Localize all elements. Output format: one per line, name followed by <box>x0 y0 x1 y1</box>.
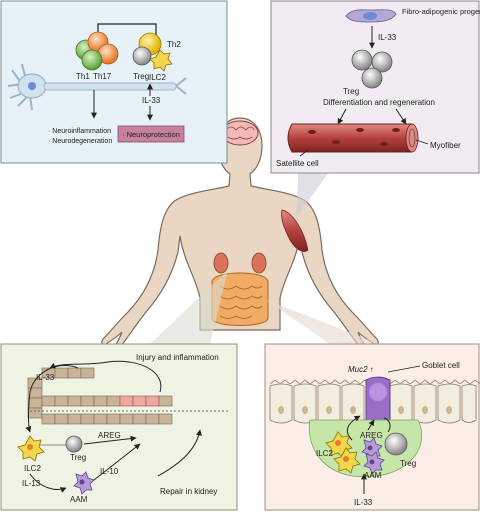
neurodegeneration-label: · Neurodegeneration <box>48 138 112 145</box>
kidney-left-icon <box>213 252 229 274</box>
differentiation-label: Differentiation and regeneration <box>323 98 435 107</box>
gut-areg-label: AREG <box>360 431 383 440</box>
gut-aam-label: AAM <box>364 471 382 480</box>
gut-ilc2-icon <box>325 431 361 474</box>
th-cell-cluster <box>75 31 119 71</box>
kidney-aam-label: AAM <box>70 495 88 504</box>
neuroinflammation-label: · Neuroinflammation <box>48 128 111 135</box>
progenitor-label: Fibro-adipogenic progenitor <box>402 7 480 16</box>
arm-muscle-icon <box>281 209 309 252</box>
tubule-cells <box>27 367 173 425</box>
gut-aam-icon <box>361 437 385 475</box>
kidney-il13-label: IL-13 <box>22 479 41 488</box>
ilc2-label: ILC2 <box>149 73 166 82</box>
muc2-label: Muc2 ↑ <box>348 365 374 374</box>
kidney-il33-label: IL-33 <box>36 373 55 382</box>
kidney-il10-label: IL-10 <box>100 467 119 476</box>
kidney-areg-label: AREG <box>98 431 121 440</box>
neuron-icon <box>7 63 187 111</box>
gut-treg-label: Treg <box>400 459 416 468</box>
treg-ilc2-cluster <box>132 32 173 72</box>
injury-label: Injury and inflammation <box>136 353 219 362</box>
gut-epithelium <box>269 379 480 424</box>
human-body <box>101 117 379 350</box>
gut-treg-icon <box>384 432 408 456</box>
gut-il33-label: IL-33 <box>354 498 373 507</box>
gut-ilc2-label: ILC2 <box>316 449 333 458</box>
kidney-treg-label: Treg <box>70 453 86 462</box>
neuroprotection-box <box>117 125 185 143</box>
progenitor-cell-icon <box>345 9 397 23</box>
treg-label: Treg <box>133 72 149 81</box>
neuroprotection-label: · Neuroprotection <box>122 130 180 139</box>
th17-label: Th17 <box>93 72 112 81</box>
satellite-label: Satellite cell <box>276 159 319 168</box>
treg-cluster-icon <box>351 49 393 89</box>
muscle-il33-label: IL-33 <box>378 33 397 42</box>
kidney-ilc2-label: ILC2 <box>24 464 41 473</box>
th2-label: Th2 <box>167 40 181 49</box>
kidney-panel: Injury and inflammation <box>0 343 238 511</box>
kidney-treg-icon <box>65 435 83 453</box>
repair-label: Repair in kidney <box>160 487 217 496</box>
th1-label: Th1 <box>76 72 90 81</box>
gut-panel: Muc2 ↑ Goblet cell AREG ILC2 AAM Treg IL… <box>264 343 480 511</box>
kidney-right-icon <box>251 252 267 274</box>
brain-panel: Th1 Th17 Treg ILC2 Th2 IL-33 · Neuroinfl… <box>0 0 228 164</box>
myofiber-icon <box>287 123 419 153</box>
muscle-panel: Fibro-adipogenic progenitor IL-33 Treg D… <box>270 0 480 174</box>
brain-il33-label: IL-33 <box>142 96 161 105</box>
muscle-treg-label: Treg <box>343 87 359 96</box>
goblet-cell-icon <box>365 376 391 425</box>
goblet-label: Goblet cell <box>422 361 460 370</box>
myofiber-label: Myofiber <box>430 141 461 150</box>
